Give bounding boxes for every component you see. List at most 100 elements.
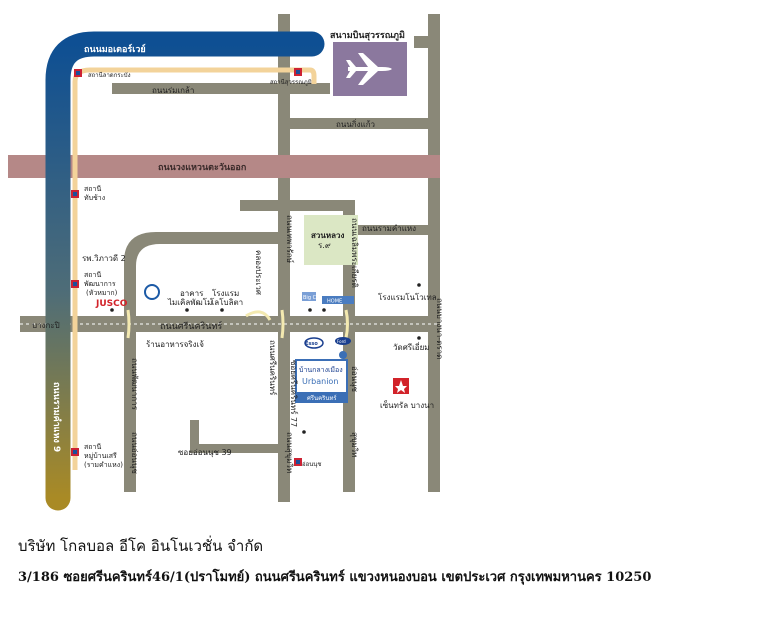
label-station-ramkhamhaeng-1: สถานี xyxy=(84,443,101,451)
label-temple: วัดศรีเอี่ยม xyxy=(393,341,430,352)
label-on-nut-left: ถนนอ่อนนุช xyxy=(130,432,139,474)
station-icons xyxy=(71,68,302,466)
suan-luang-park xyxy=(304,215,358,265)
label-station-ramkhamhaeng-2: หมู่บ้านเสรี xyxy=(84,452,117,460)
label-ramkhamhaeng-road: ถนนรามคำแหง xyxy=(362,224,416,233)
label-station-pattanakan-2: พัฒนาการ xyxy=(84,280,116,288)
label-restaurant: ร้านอาหารจริงเจ้ xyxy=(146,340,204,349)
motorway xyxy=(45,31,325,511)
label-khlong-prawet: คลองประเวศ xyxy=(254,250,263,295)
overpass-mark-3 xyxy=(344,309,349,339)
label-station-pattanakan-1: สถานี xyxy=(84,271,101,279)
label-bangna-trad: ถนนบางนา-ตราด xyxy=(435,298,444,359)
label-ramkhamhaeng-9: ถนนรามคำแหง 9 xyxy=(51,382,62,452)
station-icon-thap-chang xyxy=(71,190,79,198)
dot-jusco xyxy=(110,308,114,312)
station-icon-lat-krabang xyxy=(74,69,82,77)
road-king-kaeo xyxy=(278,118,440,129)
label-station-suvarnabhumi: สถานีสุวรรณภูมิ xyxy=(270,78,312,86)
station-icon-suvarnabhumi xyxy=(294,68,302,76)
label-sukhumvit-mid: สุขุมวิท xyxy=(350,432,359,457)
road-on-nut-39 xyxy=(190,444,290,453)
label-rom-klao: ถนนร่มเกล้า xyxy=(152,86,194,95)
label-srinakarin: ถนนศรีนครินทร์ xyxy=(160,320,222,332)
label-bang-kapi: บางกะปิ xyxy=(32,321,60,330)
label-project-2: Urbanion xyxy=(302,377,338,386)
label-on-nut-39: ซอยอ่อนนุช 39 xyxy=(178,448,232,457)
dot-temple xyxy=(417,336,421,340)
label-ford: Ford xyxy=(337,339,346,344)
road-far-right xyxy=(428,14,440,492)
road-chaloem xyxy=(343,200,355,492)
overpass-marks xyxy=(126,309,349,339)
label-park-2: ร.๙ xyxy=(318,241,331,250)
ring-road-east xyxy=(8,155,440,178)
road-loop-west xyxy=(124,232,278,332)
dot-hotel xyxy=(220,308,224,312)
central-star-icon xyxy=(395,380,407,393)
airport-rail-link-end xyxy=(309,67,317,84)
location-dots xyxy=(110,283,421,434)
label-park-1: สวนหลวง xyxy=(311,231,345,240)
label-pattanakan: ถนนพัฒนาการ xyxy=(130,358,139,411)
label-central: เซ็นทรัล บางนา xyxy=(380,400,434,410)
station-icon-pattanakan xyxy=(71,280,79,288)
label-srinakarin-side: ถนนศรีนครินทร์ xyxy=(268,340,278,396)
label-theparak: ถนนเทพารักษ์ xyxy=(285,215,295,263)
dot-home xyxy=(322,308,326,312)
label-station-pattanakan-3: (หัวหมาก) xyxy=(86,289,118,297)
overpass-mark-2 xyxy=(280,309,285,339)
ford-logo-icon xyxy=(335,337,351,345)
label-station-thap-chang-1: สถานี xyxy=(84,185,101,193)
bank-logo-icon xyxy=(144,284,160,300)
label-project-1: บ้านกลางเมือง xyxy=(299,366,343,374)
road-vertical-left-center xyxy=(278,14,290,502)
company-name: บริษัท โกลบอล อีโค อินโนเวชั่น จำกัด xyxy=(18,537,264,555)
label-home: HOME xyxy=(327,299,342,305)
label-srinakarin-77: ซอยศรีนครินทร์ 77 xyxy=(289,360,299,427)
road-top-connector xyxy=(240,200,355,211)
airport-name: สนามบินสุวรรณภูมิ xyxy=(330,30,405,41)
label-bigc: Big C xyxy=(303,295,317,301)
road-rom-klao xyxy=(112,83,330,94)
label-king-kaeo: ถนนกิ่งแก้ว xyxy=(336,118,375,129)
station-icon-on-nut xyxy=(294,458,302,466)
location-map: ถนนมอเตอร์เวย์ ถนนวงแหวนตะวันออก ถนนร่มเ… xyxy=(8,14,444,511)
label-on-nut-mid: อ่อนนุช xyxy=(350,366,359,393)
label-jusco: JUSCO xyxy=(95,299,128,309)
label-hospital: รพ.วิภาวดี 2 xyxy=(82,254,126,263)
company-address: 3/186 ซอยศรีนครินทร์46/1(ปราโมทย์) ถนนศร… xyxy=(18,570,652,585)
label-bank-1: อาคาร xyxy=(180,289,204,298)
label-station-lat-krabang: สถานีลาดกระบัง xyxy=(88,71,131,79)
overpass-mark-4 xyxy=(245,310,272,321)
label-station-thap-chang-2: ทับช้าง xyxy=(84,194,105,202)
home-logo-icon xyxy=(322,296,354,304)
road-network xyxy=(20,14,440,502)
label-sukhumvit-left: ถนนสุขุมวิท xyxy=(285,432,294,473)
label-esso: Esso xyxy=(305,341,318,347)
airplane-icon xyxy=(346,53,392,85)
label-motorway: ถนนมอเตอร์เวย์ xyxy=(84,43,146,55)
label-bank-2: ไมเคิลพัฒโม xyxy=(167,297,212,307)
label-station-ramkhamhaeng-3: (รามคำแหง) xyxy=(84,461,123,469)
road-soi-stub xyxy=(190,420,199,450)
dot-bigc xyxy=(308,308,312,312)
label-project-3: ศรีนครินทร์ xyxy=(307,394,337,402)
dot-building xyxy=(185,308,189,312)
label-hotel-2: โลโบลิตา xyxy=(210,297,243,307)
road-pattanakan xyxy=(124,332,136,492)
project-pin-icon xyxy=(339,351,347,359)
label-hotel-1: โรงแรม xyxy=(212,288,239,298)
label-chaloem: ถนนเฉลิมพระเกียรติ xyxy=(350,218,359,288)
bigc-logo-icon xyxy=(302,292,316,301)
dot-soi xyxy=(302,430,306,434)
west-arrow-icon xyxy=(12,318,20,330)
station-icon-ramkhamhaeng xyxy=(71,448,79,456)
label-station-on-nut: อ่อนนุช xyxy=(302,461,321,468)
esso-logo-icon xyxy=(304,337,324,349)
road-airport-link xyxy=(414,36,440,48)
label-novotel: โรงแรมโนโวเทล xyxy=(378,292,437,302)
airport-rail-link xyxy=(72,67,310,470)
dot-novotel xyxy=(417,283,421,287)
road-ramkhamhaeng xyxy=(355,225,440,235)
